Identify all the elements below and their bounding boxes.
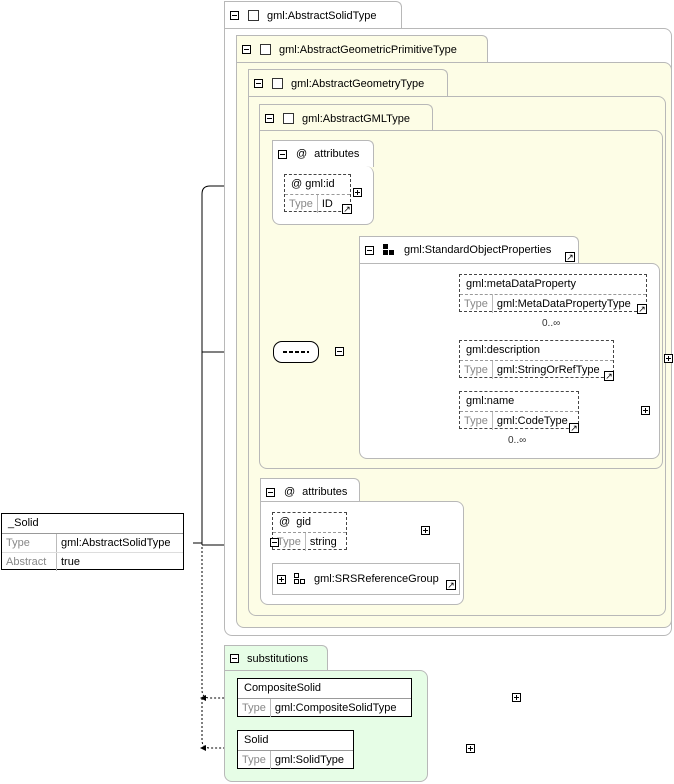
standard-object-properties-tab[interactable]: gml:StandardObjectProperties [359,236,579,263]
jump-icon[interactable]: ↗ [569,423,579,433]
occurrence-label: 0..∞ [508,435,527,446]
jump-icon[interactable]: ↗ [604,371,614,381]
sequence-compositor[interactable] [273,341,319,363]
expand-icon[interactable] [421,526,431,535]
abstract-geometry-type-label: gml:AbstractGeometryType [291,77,425,90]
at-icon: @ [296,148,308,160]
complex-type-icon [248,10,259,21]
jump-icon[interactable]: ↗ [565,252,575,262]
collapse-icon[interactable] [230,654,239,663]
occurrence-label: 0..∞ [542,318,561,329]
abstract-geometric-primitive-type-tab[interactable]: gml:AbstractGeometricPrimitiveType [236,35,488,63]
composite-solid-type: gml:CompositeSolidType [274,702,397,714]
abstract-solid-type-label: gml:AbstractSolidType [267,9,377,22]
collapse-icon[interactable] [335,347,345,356]
meta-data-property-type: gml:MetaDataPropertyType [496,298,631,310]
abstract-geometry-type-tab[interactable]: gml:AbstractGeometryType [248,69,448,97]
collapse-icon[interactable] [278,149,287,159]
type-label: Type [460,361,493,379]
name-element-type: gml:CodeType [496,415,568,427]
description-type: gml:StringOrRefType [496,364,600,376]
collapse-icon[interactable] [242,45,251,54]
attribute-group-icon [294,573,306,585]
group-icon [383,243,396,257]
abstract-label: Abstract [2,553,57,571]
gml-id-name: gml:id [305,178,335,190]
srs-reference-group[interactable]: gml:SRSReferenceGroup [272,563,460,595]
collapse-icon[interactable] [230,11,239,20]
complex-type-icon [260,44,271,55]
solid-root-type: gml:AbstractSolidType [61,537,171,549]
solid-name: Solid [238,731,353,751]
jump-icon[interactable]: ↗ [637,304,647,314]
type-label: Type [285,195,318,213]
expand-icon[interactable] [664,354,674,363]
name-element-name: gml:name [460,392,578,412]
collapse-icon[interactable] [254,79,263,88]
expand-icon[interactable] [277,574,286,584]
attributes-tab[interactable]: @ attributes [260,478,360,505]
collapse-icon[interactable] [270,538,280,547]
collapse-icon[interactable] [266,487,275,497]
type-label: Type [238,751,271,769]
abstract-geometric-primitive-type-label: gml:AbstractGeometricPrimitiveType [279,43,457,56]
type-label: Type [460,295,493,313]
abstract-gml-type-tab[interactable]: gml:AbstractGMLType [259,104,433,132]
expand-icon[interactable] [465,744,475,753]
at-icon: @ [279,516,291,528]
gid-type: string [309,536,337,548]
type-label: Type [238,699,271,717]
gml-id-type: ID [321,198,333,210]
solid-root-element[interactable]: _Solid Type gml:AbstractSolidType Abstrac… [1,513,184,571]
expand-icon[interactable] [511,693,521,702]
jump-icon[interactable]: ↗ [342,204,352,214]
srs-reference-group-label: gml:SRSReferenceGroup [314,573,439,585]
gid-name: gid [296,516,311,528]
jump-icon[interactable]: ↗ [446,580,456,590]
composite-solid-name: CompositeSolid [238,679,411,699]
solid-type: gml:SolidType [274,754,344,766]
expand-icon[interactable] [641,406,651,415]
substitutions-label: substitutions [247,652,309,665]
attributes-label: attributes [302,486,348,498]
type-label: Type [273,533,306,551]
at-icon: @ [284,486,296,498]
solid-root-abstract: true [61,556,80,568]
description-name: gml:description [460,341,613,361]
attributes-label: attributes [314,148,360,160]
complex-type-icon [272,78,283,89]
substitutions-tab[interactable]: substitutions [224,645,328,671]
complex-type-icon [283,113,294,124]
abstract-gml-type-label: gml:AbstractGMLType [302,112,410,125]
expand-icon[interactable] [353,188,362,197]
standard-object-properties-label: gml:StandardObjectProperties [404,244,552,256]
abstract-solid-type-tab[interactable]: gml:AbstractSolidType [224,1,402,29]
attributes-tab[interactable]: @ attributes [272,140,374,167]
solid-root-name: _Solid [2,514,183,534]
collapse-icon[interactable] [365,245,374,255]
collapse-icon[interactable] [265,114,274,123]
type-label: Type [2,534,57,552]
type-label: Type [460,412,493,430]
meta-data-property-name: gml:metaDataProperty [460,275,646,295]
at-icon: @ [291,178,303,190]
